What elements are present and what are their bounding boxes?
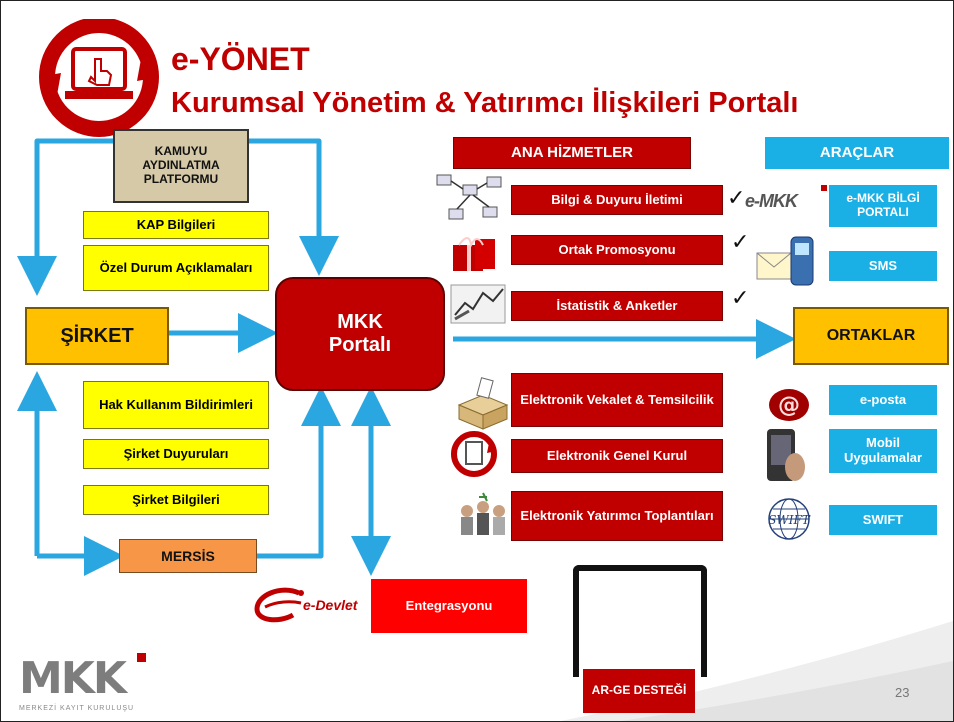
service-item-ortak-promosyonu: Ortak Promosyonu (511, 235, 723, 265)
mkk-footer-subtitle: MERKEZİ KAYIT KURULUŞU (19, 705, 135, 712)
tools-header: ARAÇLAR (765, 137, 949, 169)
network-icon (436, 174, 502, 220)
e-yonet-logo-icon (39, 19, 159, 137)
tool-item-emkk-bilgi-portali: e-MKK BİLGİ PORTALI (829, 185, 937, 227)
check-icon: ✓ (727, 185, 746, 210)
mkk-portal-box: MKK Portalı (275, 277, 445, 391)
swift-logo-text: SWIFT (768, 513, 811, 527)
mkk-red-square-icon (821, 185, 827, 191)
mobile-phone-icon (767, 429, 805, 481)
tool-item-swift: SWIFT (829, 505, 937, 535)
email-at-icon: @ (769, 389, 809, 421)
kap-bilgileri-box: KAP Bilgileri (83, 211, 269, 239)
sirket-box: ŞİRKET (25, 307, 169, 365)
swift-globe-icon: SWIFT (768, 498, 811, 540)
gift-icon (453, 237, 495, 271)
mkk-footer-logo: MKK (19, 653, 127, 704)
arge-frame (573, 565, 707, 677)
entegrasyon-box: Entegrasyonu (371, 579, 527, 633)
mkk-footer-red-square-icon (137, 653, 146, 662)
tool-item-eposta: e-posta (829, 385, 937, 415)
service-item-vekalet: Elektronik Vekalet & Temsilcilik (511, 373, 723, 427)
sms-phone-icon (756, 236, 814, 286)
ballot-box-icon (457, 377, 509, 430)
tool-item-mobil-uygulamalar: Mobil Uygulamalar (829, 429, 937, 473)
e-devlet-label: e-Devlet (303, 597, 358, 613)
kap-platform-box: KAMUYU AYDINLATMA PLATFORMU (113, 129, 249, 203)
page-subtitle: Kurumsal Yönetim & Yatırımcı İlişkileri … (171, 87, 799, 119)
ortaklar-box: ORTAKLAR (793, 307, 949, 365)
page-number: 23 (895, 685, 910, 700)
mersis-box: MERSİS (119, 539, 257, 573)
sirket-duyurulari-box: Şirket Duyuruları (83, 439, 269, 469)
hak-kullanim-box: Hak Kullanım Bildirimleri (83, 381, 269, 429)
e-mkk-small-logo: e-MKK (745, 191, 798, 211)
background-swoosh (561, 621, 953, 721)
check-icon: ✓ (731, 285, 750, 310)
service-item-bilgi-duyuru: Bilgi & Duyuru İletimi (511, 185, 723, 215)
people-meeting-icon (461, 492, 505, 535)
service-item-istatistik: İstatistik & Anketler (511, 291, 723, 321)
service-item-genel-kurul: Elektronik Genel Kurul (511, 439, 723, 473)
egenel-kurul-icon (451, 431, 497, 477)
check-icon: ✓ (731, 229, 750, 254)
services-header: ANA HİZMETLER (453, 137, 691, 169)
arge-box: AR-GE DESTEĞİ (583, 669, 695, 713)
statistics-icon (450, 284, 506, 324)
svg-text:@: @ (778, 393, 800, 418)
e-devlet-logo-icon (254, 587, 304, 623)
page-title: e-YÖNET (171, 41, 310, 77)
sirket-bilgileri-box: Şirket Bilgileri (83, 485, 269, 515)
ozel-durum-box: Özel Durum Açıklamaları (83, 245, 269, 291)
service-item-yatirimci-toplantilari: Elektronik Yatırımcı Toplantıları (511, 491, 723, 541)
tool-item-sms: SMS (829, 251, 937, 281)
